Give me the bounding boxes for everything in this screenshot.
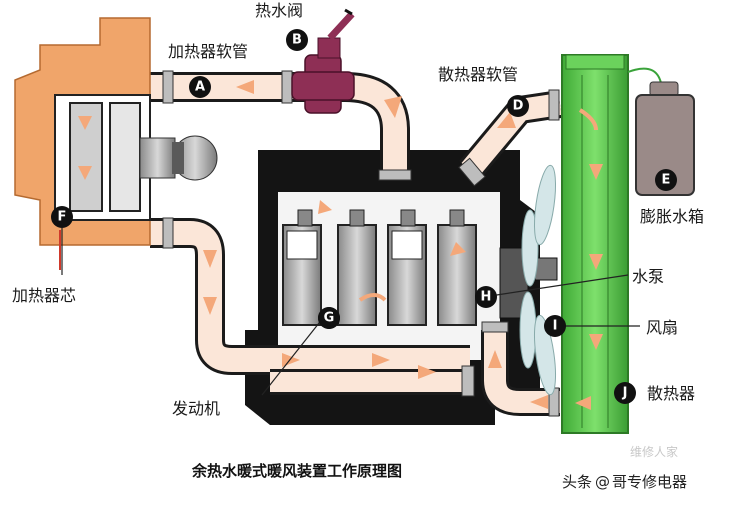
svg-text:G: G: [324, 311, 335, 326]
badge-h: H: [475, 286, 497, 308]
water-pump-and-fan: [499, 164, 558, 396]
svg-text:D: D: [513, 99, 524, 114]
hot-water-valve: [291, 8, 355, 114]
cylinder-4: [437, 209, 477, 326]
watermark-at: @: [595, 473, 610, 491]
label-water-pump: 水泵: [632, 267, 664, 286]
watermark-faint: 维修人家: [630, 444, 678, 459]
label-fan: 风扇: [646, 318, 678, 337]
expansion-tank: [627, 67, 695, 196]
svg-text:B: B: [292, 33, 302, 48]
badge-d: D: [507, 95, 529, 117]
label-heater-hose: 加热器软管: [168, 42, 248, 61]
svg-text:E: E: [662, 173, 671, 188]
label-radiator: 散热器: [647, 384, 695, 403]
badge-j: J: [614, 382, 636, 404]
svg-text:I: I: [553, 319, 558, 334]
engine-cylinders: [282, 200, 477, 326]
svg-text:H: H: [481, 290, 492, 305]
label-heater-core: 加热器芯: [12, 286, 76, 305]
svg-text:A: A: [195, 80, 205, 95]
svg-text:F: F: [58, 210, 67, 225]
svg-text:J: J: [622, 386, 628, 401]
radiator: [561, 54, 629, 434]
badge-a: A: [189, 76, 211, 98]
label-expansion-tank: 膨胀水箱: [640, 207, 704, 226]
label-radiator-hose: 散热器软管: [438, 65, 518, 84]
cylinder-3: [387, 209, 427, 326]
badge-b: B: [286, 29, 308, 51]
label-hot-water-valve: 热水阀: [255, 1, 303, 20]
label-engine: 发动机: [172, 399, 220, 418]
badge-f: F: [51, 206, 73, 228]
watermark-name: 哥专修电器: [612, 473, 687, 491]
heater-core-unit: [14, 17, 218, 270]
diagram-caption: 余热水暖式暖风装置工作原理图: [191, 462, 402, 480]
hose-clamps: [162, 70, 560, 417]
badge-e: E: [655, 169, 677, 191]
badge-g: G: [318, 307, 340, 329]
badge-i: I: [544, 315, 566, 337]
cylinder-2: [337, 209, 377, 326]
watermark-prefix: 头条: [562, 473, 592, 491]
leader-lines: [61, 228, 640, 396]
cylinder-1: [282, 209, 322, 326]
